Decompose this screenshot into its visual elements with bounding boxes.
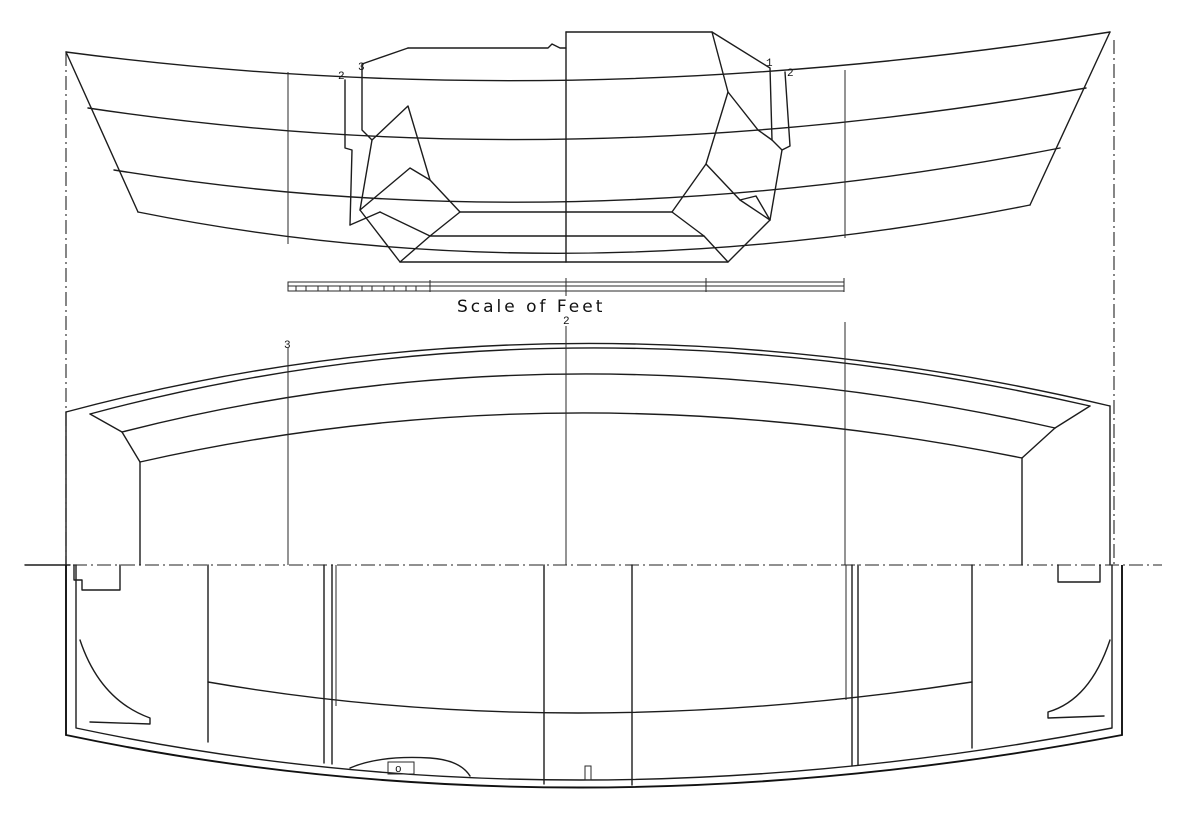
sheer-line <box>65 31 1111 82</box>
gunwale-line <box>65 342 1111 413</box>
top-plan-view: 2 3 1 2 <box>65 31 1111 263</box>
station-label: 2 <box>563 316 570 328</box>
chine-line <box>121 373 1056 433</box>
bottom-plan-view: o <box>65 564 1123 789</box>
end-flare-right <box>1029 31 1111 206</box>
station-label: 2 <box>338 71 345 83</box>
station-label: 3 <box>358 62 365 74</box>
waterline-2 <box>113 147 1061 203</box>
waterline-3 <box>137 204 1031 255</box>
end-flare-left <box>65 51 139 213</box>
waterline-1 <box>87 87 1087 141</box>
station-label: 3 <box>284 340 291 352</box>
inner-hull-line <box>75 564 1113 781</box>
body-sections-right <box>565 31 791 263</box>
station-label: 1 <box>766 58 773 70</box>
profile-view: 2 3 <box>65 316 1111 566</box>
floor-sweep <box>207 681 973 714</box>
bottom-chine-line <box>139 412 1023 463</box>
station-label: 2 <box>787 68 794 80</box>
scale-caption: Scale of Feet <box>457 297 605 317</box>
body-sections-left <box>344 43 567 263</box>
scale-bar: Scale of Feet <box>287 278 845 317</box>
outer-hull-line <box>65 565 1123 789</box>
gunwale-line-inner <box>89 347 1091 415</box>
keel-mark: o <box>395 764 402 776</box>
